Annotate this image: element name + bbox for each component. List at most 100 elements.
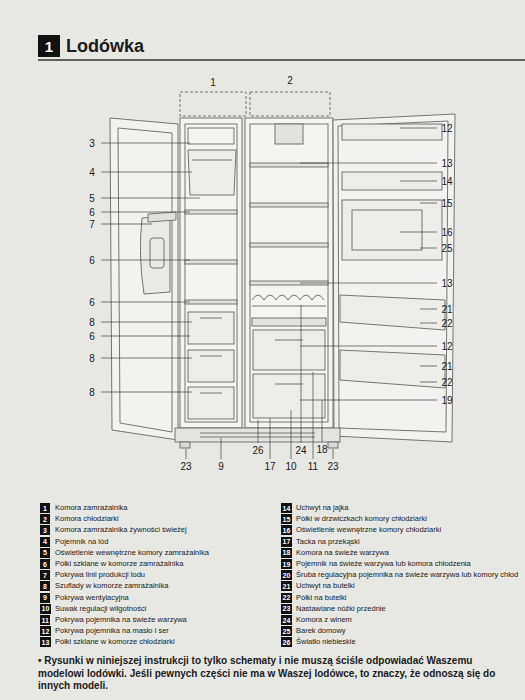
part-description: Pokrywa pojemnika na świeże warzywa — [55, 615, 187, 625]
part-description: Światło niebieskie — [296, 637, 356, 647]
part-description: Pokrywa pojemnika na masło i ser — [55, 626, 169, 636]
key-number: 20 — [283, 572, 291, 579]
part-description: Suwak regulacji wilgotności — [55, 604, 146, 614]
key-number: 24 — [283, 617, 291, 624]
key-number: 8 — [43, 583, 47, 590]
key-number-box: 7 — [40, 570, 50, 580]
part-description: Półki w drzwiczkach komory chłodziarki — [296, 514, 427, 524]
part-description: Uchwyt na butelki — [296, 581, 355, 591]
fridge-drawing-part — [118, 128, 172, 432]
part-description: Pokrywa wentylacyjna — [55, 593, 129, 603]
fridge-drawing-part — [38, 59, 525, 61]
fridge-drawing-part — [180, 92, 246, 116]
fridge-drawing-part — [188, 387, 234, 419]
part-description: Komora na świeże warzywa — [296, 548, 389, 558]
callout-number: 18 — [316, 444, 327, 455]
callout-number: 23 — [327, 461, 338, 472]
fridge-drawing-part — [420, 323, 437, 324]
fridge-drawing-part — [200, 318, 222, 319]
page-title: Lodówka — [66, 35, 144, 57]
fridge-drawing-part — [313, 372, 314, 459]
part-description: Uchwyt na jajka — [296, 503, 349, 513]
key-number-box: 13 — [40, 637, 51, 647]
key-number: 4 — [43, 538, 47, 545]
fridge-drawing-part — [101, 336, 190, 337]
fridge-drawing-part — [188, 312, 234, 344]
fridge-drawing-part — [200, 393, 222, 394]
fridge-drawing-part — [180, 118, 242, 428]
part-description: Pojemnik na lód — [55, 537, 108, 547]
key-number-box: 9 — [40, 593, 50, 603]
callout-number: 21 — [441, 304, 452, 315]
fridge-drawing-part — [340, 350, 445, 388]
key-number: 11 — [42, 617, 49, 624]
key-number-box: 18 — [281, 548, 292, 558]
fridge-drawing-part — [148, 212, 176, 222]
fridge-drawing-part — [185, 124, 237, 422]
callout-number: 1 — [210, 77, 216, 88]
key-number: 22 — [283, 594, 291, 601]
fridge-drawing-part — [300, 400, 437, 401]
fridge-drawing-part — [101, 198, 200, 199]
fridge-drawing-part — [250, 203, 328, 207]
key-number: 25 — [283, 628, 291, 635]
key-number-box: 22 — [281, 593, 292, 603]
callout-number: 2 — [287, 75, 293, 86]
fridge-drawing-part — [200, 433, 315, 434]
fridge-drawing-part — [258, 420, 259, 443]
fridge-drawing-part — [275, 384, 303, 385]
key-number: 21 — [283, 583, 291, 590]
fridge-drawing-part — [101, 358, 192, 359]
part-description: Komora zamrażalnika żywności świeżej — [55, 525, 187, 535]
callout-number: 6 — [89, 331, 95, 342]
fridge-drawing-part — [175, 428, 340, 442]
key-number: 26 — [283, 639, 291, 646]
key-number: 16 — [283, 527, 291, 534]
key-number: 10 — [42, 605, 50, 612]
key-number-box: 15 — [281, 514, 292, 524]
key-number-box: 20 — [281, 570, 292, 580]
callout-number: 13 — [441, 278, 452, 289]
fridge-drawing-part — [188, 350, 234, 382]
callout-number: 8 — [89, 387, 95, 398]
part-description: Komora z winem — [296, 615, 352, 625]
key-number: 23 — [283, 605, 291, 612]
key-number: 17 — [283, 538, 291, 545]
fridge-drawing-part — [186, 449, 187, 459]
key-number-box: 11 — [40, 615, 50, 625]
fridge-drawing-part — [301, 305, 302, 443]
fridge-drawing-part — [101, 224, 152, 225]
fridge-drawing-part — [420, 248, 437, 249]
key-number: 9 — [43, 594, 47, 601]
callout-number: 10 — [285, 461, 296, 472]
key-number: 2 — [43, 516, 47, 523]
key-number-box: 6 — [40, 559, 50, 569]
fridge-drawing-part — [250, 124, 328, 422]
section-number-box: 1 — [38, 35, 60, 57]
callout-number: 6 — [89, 207, 95, 218]
callout-number: 3 — [89, 138, 95, 149]
fridge-drawing-part — [200, 356, 222, 357]
fridge-drawing-part — [110, 92, 455, 448]
callout-number: 5 — [89, 193, 95, 204]
callout-number: 24 — [295, 445, 306, 456]
fridge-drawing-part — [342, 172, 442, 190]
part-description: Półki na butelki — [296, 593, 346, 603]
fridge-drawing-part — [300, 163, 437, 164]
fridge-drawing-part — [275, 124, 303, 144]
key-number: 14 — [283, 505, 291, 512]
fridge-drawing-part — [270, 418, 271, 459]
fridge-drawing-part — [300, 283, 437, 284]
callout-number: 14 — [441, 176, 452, 187]
fridge-drawing-part — [101, 212, 190, 213]
callout-number: 15 — [441, 198, 452, 209]
fridge-drawing-part — [420, 203, 437, 204]
fridge-drawing-part — [342, 200, 442, 260]
key-number-box: 8 — [40, 581, 50, 591]
fridge-drawing-part — [291, 410, 292, 459]
callout-number: 12 — [441, 123, 452, 134]
part-description: Komora zamrażalnika — [55, 503, 128, 513]
key-number-box: 17 — [281, 537, 292, 547]
fridge-drawing-part — [252, 295, 324, 300]
fridge-drawing-part — [352, 210, 422, 250]
